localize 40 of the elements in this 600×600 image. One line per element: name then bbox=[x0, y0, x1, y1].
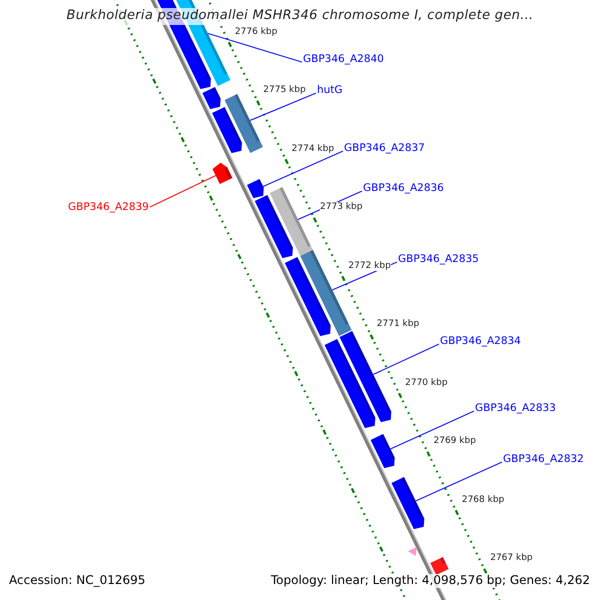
gene-label: GBP346_A2837 bbox=[344, 142, 425, 154]
scale-label: 2769 kbp bbox=[434, 436, 476, 446]
gene-block bbox=[324, 338, 376, 428]
gene-block bbox=[212, 162, 232, 184]
gene-block bbox=[212, 106, 242, 154]
leader-line bbox=[262, 150, 344, 187]
scale-label: 2775 kbp bbox=[263, 85, 306, 96]
gene-label: GBP346_A2833 bbox=[475, 402, 556, 414]
gene-block bbox=[246, 178, 264, 198]
scale-label: 2770 kbp bbox=[405, 378, 448, 388]
gene-label: GBP346_A2840 bbox=[303, 53, 384, 66]
leader-line bbox=[250, 92, 316, 121]
gene-block bbox=[254, 194, 293, 258]
gene-label: GBP346_A2839 bbox=[68, 201, 149, 214]
scale-label: 2776 kbp bbox=[234, 26, 278, 37]
scale-label: 2774 kbp bbox=[292, 144, 334, 154]
gene-block bbox=[284, 256, 331, 336]
gene-block bbox=[270, 186, 314, 258]
gene-block bbox=[370, 434, 395, 468]
gene-label: GBP346_A2832 bbox=[503, 453, 584, 466]
gene-block bbox=[408, 546, 417, 556]
gene-label: GBP346_A2835 bbox=[398, 253, 479, 266]
leader-line bbox=[390, 410, 474, 450]
gene-label: GBP346_A2834 bbox=[440, 335, 521, 348]
gene-block bbox=[340, 330, 392, 422]
gene-block bbox=[202, 86, 221, 110]
gene-label: GBP346_A2836 bbox=[363, 182, 444, 194]
scale-label: 2767 kbp bbox=[490, 553, 533, 564]
leader-line bbox=[149, 175, 216, 208]
accession-text: Accession: NC_012695 bbox=[9, 574, 146, 588]
gene-block bbox=[430, 556, 449, 576]
summary-text: Topology: linear; Length: 4,098,576 bp; Genes: 4,262 bbox=[270, 574, 590, 588]
scale-label: 2772 kbp bbox=[348, 260, 391, 271]
gene-block bbox=[224, 94, 263, 154]
scale-label: 2768 kbp bbox=[462, 494, 504, 505]
leader-line bbox=[415, 462, 502, 502]
scale-label: 2771 kbp bbox=[376, 319, 420, 330]
scale-label: 2773 kbp bbox=[320, 202, 362, 212]
gene-label: hutG bbox=[317, 84, 343, 96]
gene-block bbox=[391, 476, 424, 530]
